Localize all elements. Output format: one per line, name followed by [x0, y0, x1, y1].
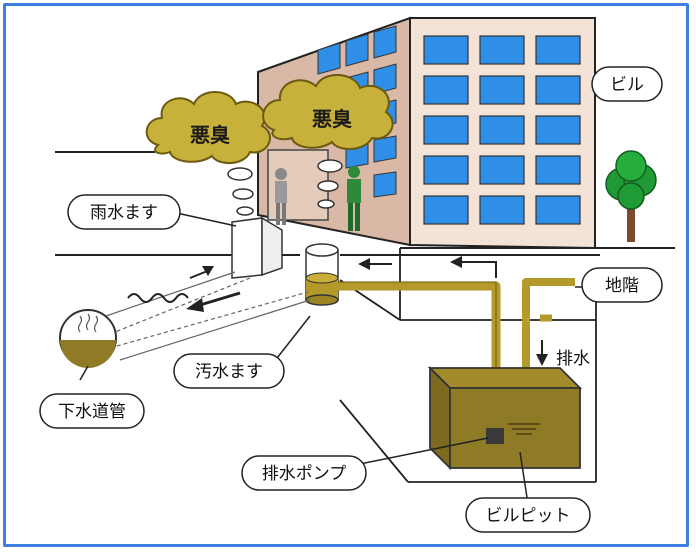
label-sewage-basin: 汚水ます	[173, 353, 285, 389]
flow-arrow-down	[536, 340, 548, 366]
odor-label-right: 悪臭	[312, 107, 352, 131]
sewer-lines	[99, 271, 311, 361]
odor-trail-left	[227, 167, 254, 216]
label-drain-pump: 排水ポンプ	[241, 455, 367, 491]
flow-arrow-upright	[189, 266, 214, 279]
label-sewage-basin-text: 汚水ます	[195, 362, 263, 382]
label-basement: 地階	[581, 267, 663, 303]
person-right	[347, 166, 361, 231]
tree	[605, 150, 657, 242]
odor-label-left: 悪臭	[190, 123, 230, 147]
odor-cloud-right: 悪臭	[262, 73, 394, 150]
label-building: ビル	[591, 66, 663, 102]
label-drain-pump-text: 排水ポンプ	[262, 464, 347, 484]
sewer-pipe-section	[59, 309, 117, 368]
flow-arrow-left-1	[358, 258, 392, 270]
label-building-text: ビル	[610, 75, 644, 95]
leader-lines	[79, 211, 597, 505]
label-sewer-pipe: 下水道管	[39, 393, 145, 429]
label-basement-text: 地階	[605, 276, 639, 296]
person-left	[275, 168, 287, 225]
label-drainage-text: 排水	[556, 349, 590, 369]
rain-water-basin	[231, 216, 283, 279]
flow-arrow-left-2	[450, 256, 497, 278]
label-rain-basin-text: 雨水ます	[90, 203, 158, 223]
odor-cloud-left: 悪臭	[145, 91, 271, 164]
odor-wave	[127, 293, 189, 303]
label-sewer-pipe-text: 下水道管	[58, 402, 126, 422]
sewage-basin	[305, 243, 339, 306]
label-building-pit: ビルピット	[465, 497, 591, 533]
building-pit-tank	[427, 365, 583, 471]
label-rain-basin: 雨水ます	[67, 194, 181, 230]
flow-arrow-to-sewer	[186, 291, 241, 312]
building-front-windows	[423, 35, 581, 225]
pump-body	[486, 428, 504, 444]
frame-border	[3, 3, 689, 547]
odor-trail-right	[317, 159, 343, 209]
label-building-pit-text: ビルピット	[486, 506, 571, 526]
